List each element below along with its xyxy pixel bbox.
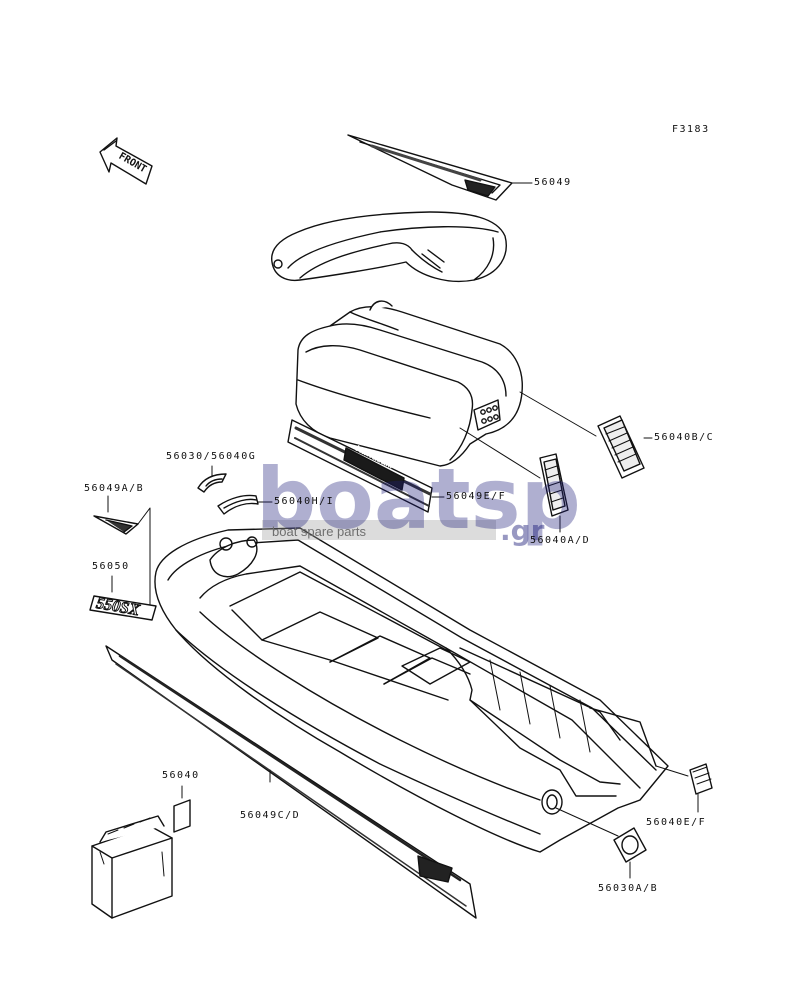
hood-cover — [295, 300, 597, 467]
decal-56030ab — [613, 827, 647, 879]
label-56049cd: 56049C/D — [240, 810, 301, 821]
decal-56040hi — [217, 494, 273, 515]
label-56050: 56050 — [92, 561, 130, 572]
label-56040bc: 56040B/C — [654, 432, 715, 443]
decal-56030-56040g — [197, 465, 227, 493]
decal-56049 — [347, 134, 533, 201]
decal-56049cd — [105, 645, 477, 919]
label-56030ab: 56030A/B — [598, 883, 659, 894]
label-56040: 56040 — [162, 770, 200, 781]
label-56049: 56049 — [534, 177, 572, 188]
decal-56049ab — [93, 495, 151, 613]
decal-56040ef — [689, 763, 713, 813]
label-56049ab: 56049A/B — [84, 483, 145, 494]
battery — [91, 815, 173, 919]
label-56040hi: 56040H/I — [274, 496, 335, 507]
label-56040 — [173, 785, 191, 833]
figure-code: F3183 — [672, 124, 710, 135]
label-56049ef: 56049E/F — [446, 491, 507, 502]
label-56030-56040g: 56030/56040G — [166, 451, 257, 462]
label-56040ef: 56040E/F — [646, 817, 707, 828]
hull-body — [154, 527, 689, 853]
vent-decal-56040ad — [459, 427, 569, 533]
handle-pole-cover — [271, 211, 507, 283]
emblem-model-text: 550SX — [95, 595, 141, 619]
emblem-56050: 550SX — [89, 575, 157, 621]
watermark-tagline: boat spare parts — [272, 524, 366, 539]
label-56040ad: 56040A/D — [530, 535, 591, 546]
front-arrow-icon: FRONT — [99, 137, 153, 185]
vent-decal-56040bc — [597, 415, 653, 479]
